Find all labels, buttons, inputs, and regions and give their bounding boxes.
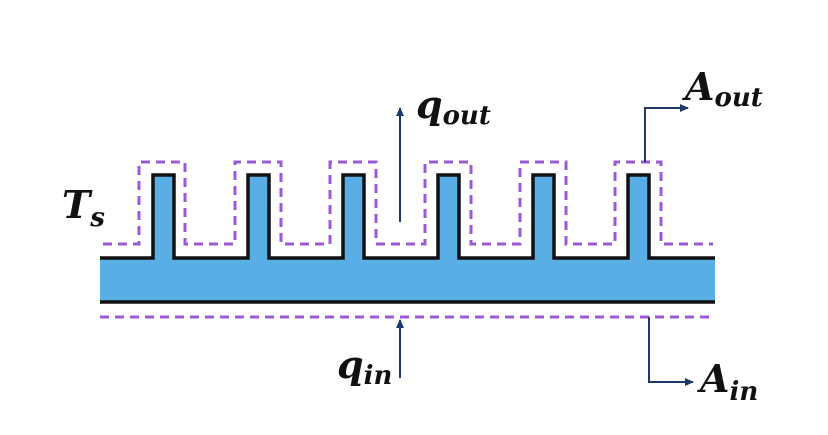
a-out-label: Aout: [682, 64, 763, 113]
a-out-arrow: [644, 104, 689, 162]
q-out-label: qout: [416, 82, 491, 131]
outer-boundary-dashed: [103, 160, 713, 246]
top-surface-outline: [100, 173, 715, 260]
finned-plate: [100, 175, 715, 302]
q-in-label: qin: [337, 342, 392, 391]
ts-label: Ts: [62, 182, 105, 233]
a-in-label: Ain: [697, 356, 758, 407]
a-in-arrow: [648, 317, 694, 386]
